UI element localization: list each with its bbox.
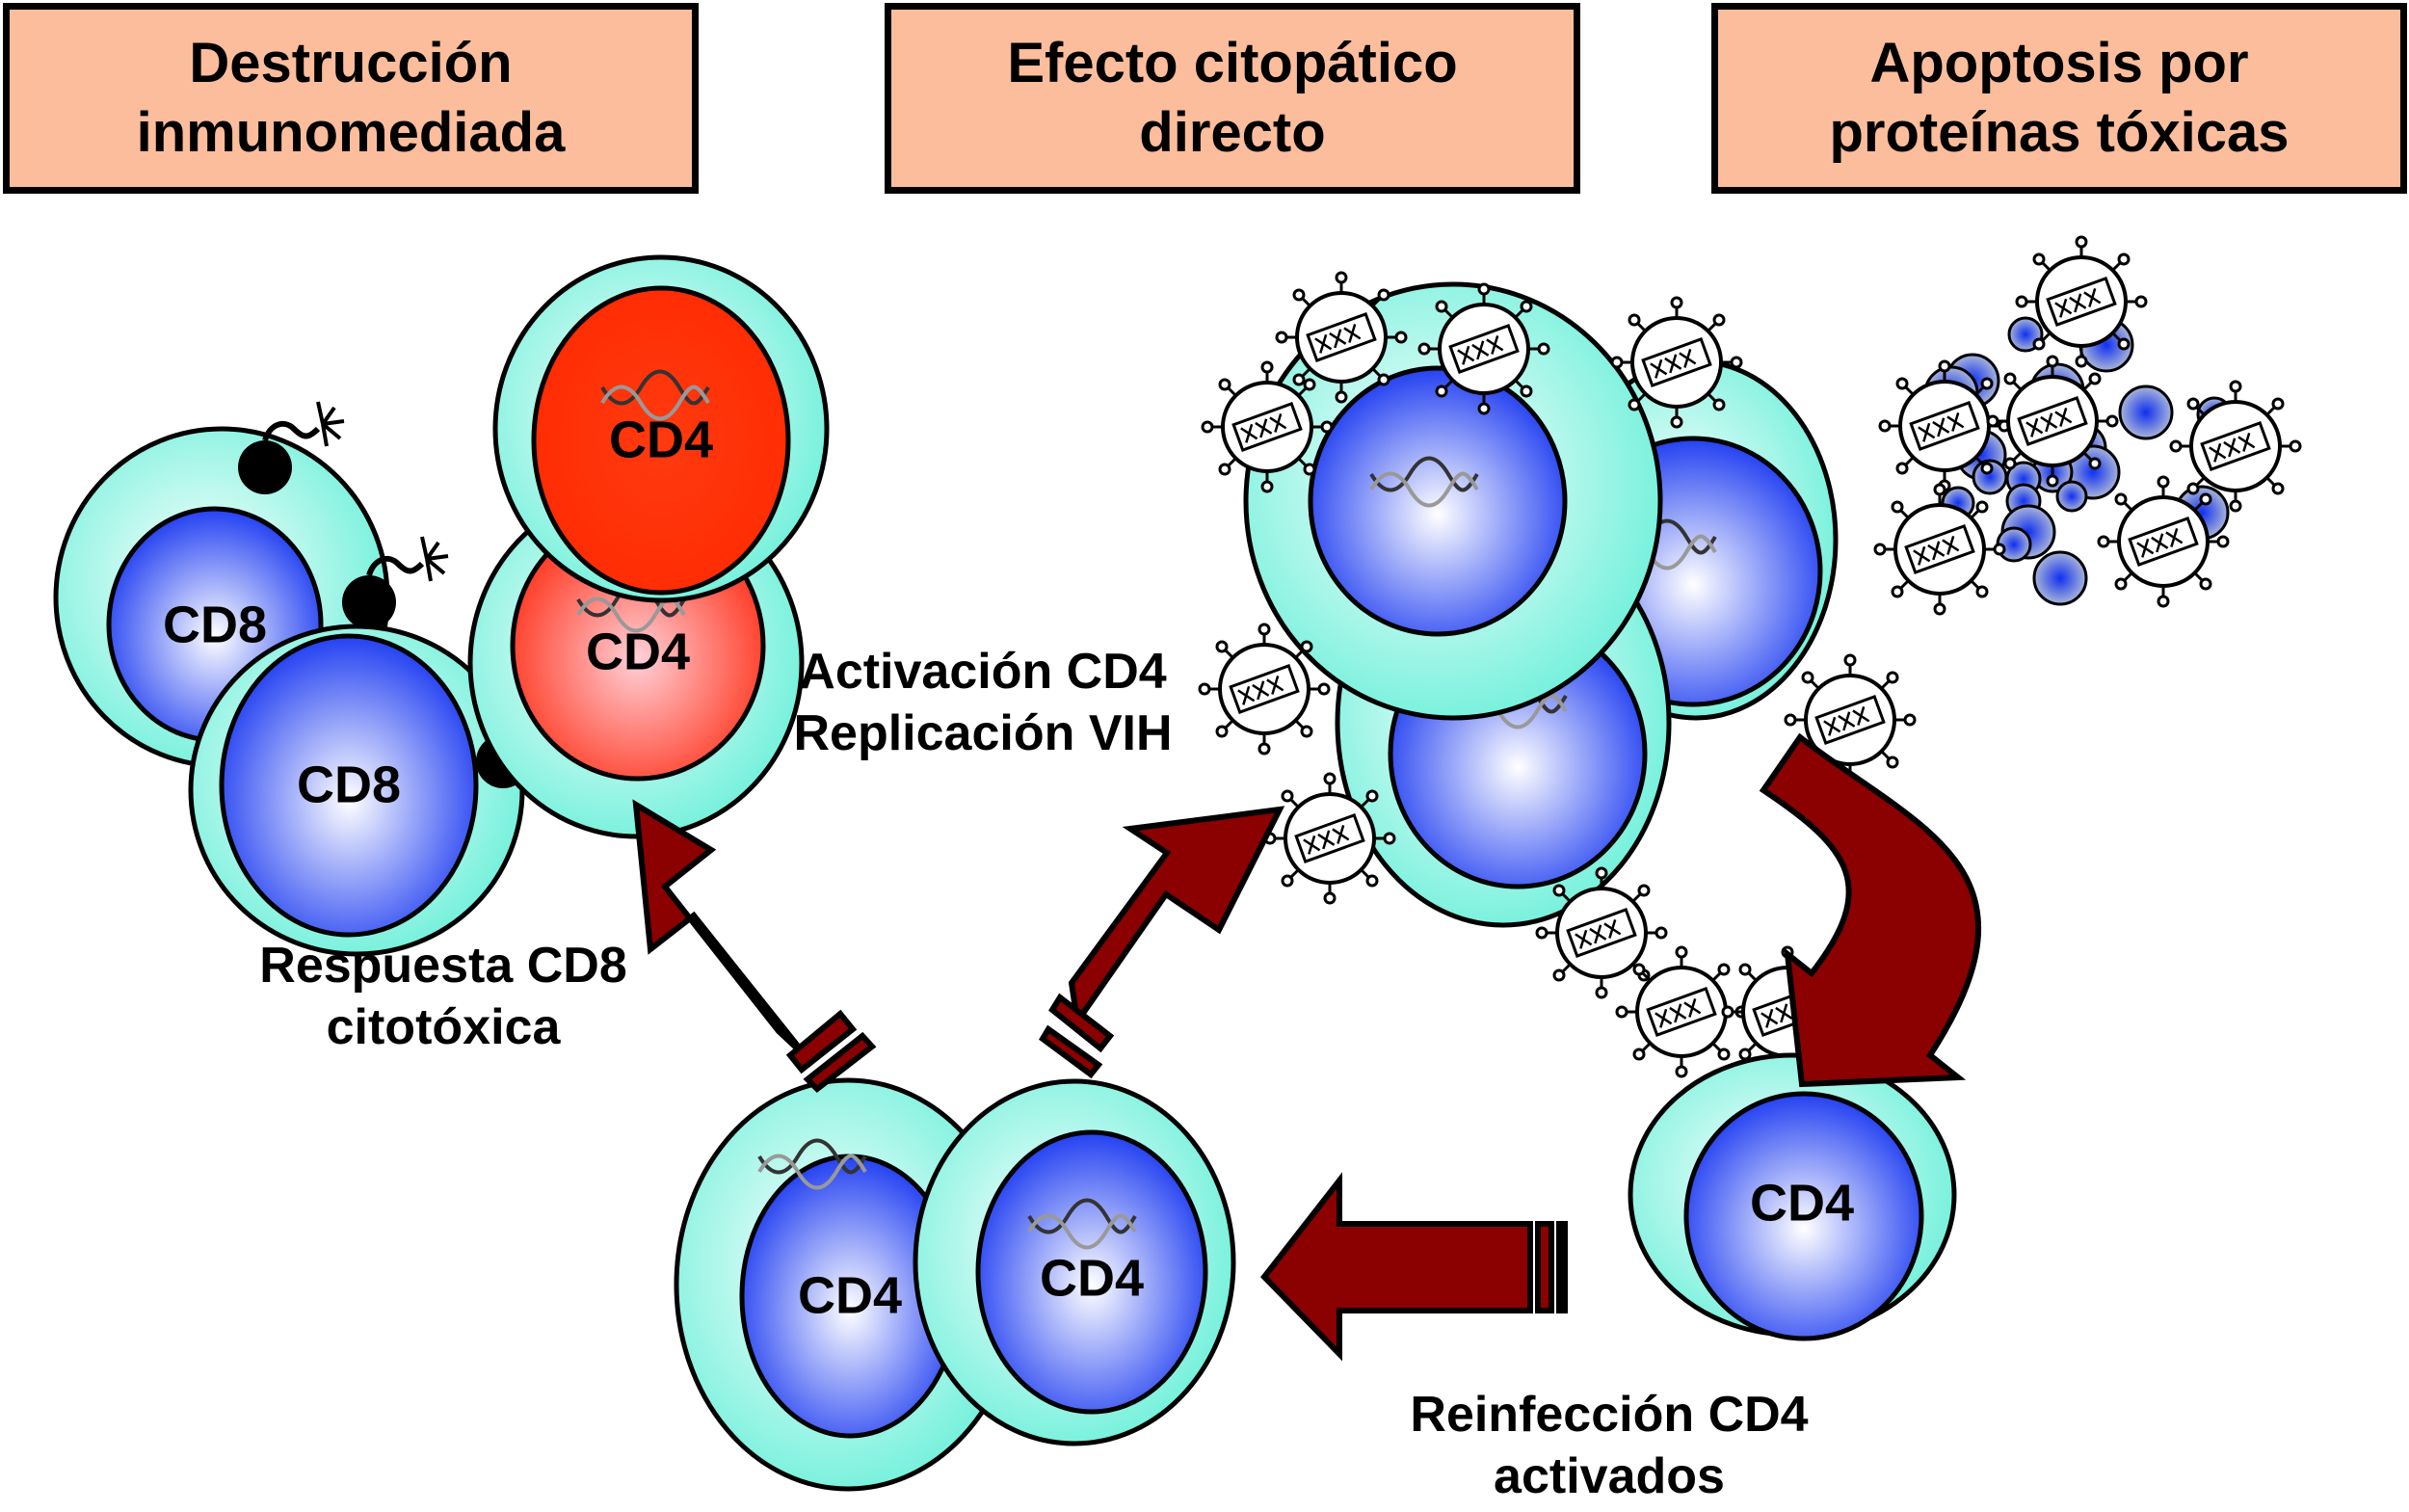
virus-icon [2169,380,2302,513]
cell-label: CD4 [586,623,690,680]
arrow-stripe [1039,1024,1103,1079]
label-line: Reinfección CD4 [1410,1387,1809,1443]
infected-cell-top [1243,281,1663,721]
virus-icon [1263,772,1396,905]
arrow-to-bottom-cells [1260,1172,1533,1362]
label-reinfection: Reinfección CD4 activados [1392,1384,1826,1507]
header-line: inmunomediada [136,101,566,164]
arrow-stripe [1535,1221,1554,1313]
cell-label: CD8 [297,756,401,813]
virus-icon [1873,483,2006,616]
cd4-cell-bottom-mid: CD4 [913,1078,1236,1446]
header-line: Destrucción [189,32,513,94]
label-line: Activación CD4 [799,644,1167,700]
cell-label: CD4 [1750,1174,1854,1232]
label-cd8-response: Respuesta CD8 citotóxica [231,935,655,1058]
header-cytopathic-effect: Efecto citopático directo [885,3,1580,194]
label-line: Respuesta CD8 [259,938,627,994]
arrow-to-activation [1068,806,1285,1029]
cell-label: CD4 [798,1266,902,1324]
cd4-cell-right: CD4 [1628,1052,1957,1341]
arrow-to-cd8-response [632,799,810,1061]
label-line: citotóxica [326,999,561,1055]
virus-icon [1201,360,1334,493]
header-line: proteínas tóxicas [1829,101,2290,164]
header-immune-destruction: Destrucción inmunomediada [3,3,699,194]
cell-label: CD4 [1040,1249,1144,1307]
arrow-stripe [1048,993,1115,1053]
arrow-stripe [1556,1221,1568,1313]
header-line: directo [1139,101,1326,164]
virus-icon [1275,271,1408,404]
cell-label: CD8 [163,596,267,653]
virus-icon [1610,296,1743,429]
label-line: Replicación VIH [793,705,1173,761]
cd8-cell-b: CD8 [188,623,525,957]
header-line: Efecto citopático [1007,32,1458,94]
virus-icon [2015,235,2148,368]
label-activation: Activación CD4 Replicación VIH [771,641,1195,764]
arrow-stripe [803,1031,877,1093]
cell-label: CD4 [609,411,713,468]
arrow-stripe [785,1009,858,1074]
virus-icon [1198,623,1331,756]
header-line: Apoptosis por [1869,32,2249,94]
cd4-infected-cell-top: CD4 [492,254,830,603]
virus-icon [1986,355,2119,488]
arrow-curved-to-cd4 [1759,732,1982,1088]
header-apoptosis: Apoptosis por proteínas tóxicas [1711,3,2407,194]
virus-icon [2097,475,2230,608]
label-line: activados [1494,1448,1725,1504]
virus-icon [1417,282,1550,415]
